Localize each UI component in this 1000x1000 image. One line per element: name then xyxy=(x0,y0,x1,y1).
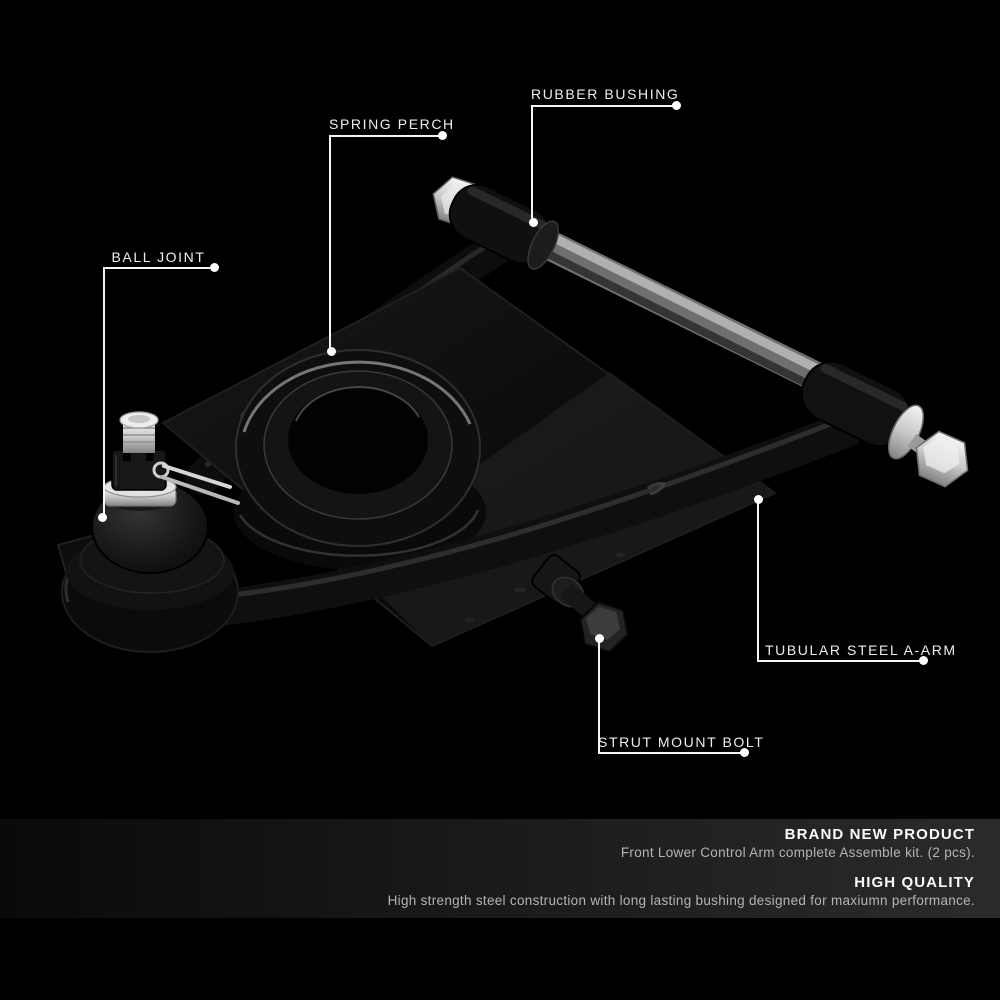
rubber-bushing-front xyxy=(432,176,559,270)
callout-pointer-line xyxy=(329,135,331,353)
strut-mount-bolt-part xyxy=(531,554,629,654)
callout-underline xyxy=(329,135,442,137)
footer-spacer xyxy=(388,861,975,873)
callout-underline xyxy=(598,752,744,754)
pivot-shaft xyxy=(500,213,870,411)
ball-joint-part xyxy=(61,411,240,653)
callout-label-spring-perch: SPRING PERCH xyxy=(329,116,455,132)
rubber-bushing-rear xyxy=(800,360,969,488)
callout-pointer-line xyxy=(598,638,600,752)
callout-dot xyxy=(672,101,681,110)
callout-dot xyxy=(98,513,107,522)
footer-heading-high-quality: HIGH QUALITY xyxy=(854,874,975,891)
footer-body-high-quality: High strength steel construction with lo… xyxy=(387,893,975,908)
callout-label-ball-joint: BALL JOINT xyxy=(111,249,206,265)
spring-perch-ring xyxy=(234,349,486,570)
callout-dot xyxy=(919,656,928,665)
callout-underline xyxy=(757,660,923,662)
callout-dot xyxy=(529,218,538,227)
callout-label-rubber-bushing: RUBBER BUSHING xyxy=(531,86,680,102)
callout-label-tubular-steel-a-arm: TUBULAR STEEL A-ARM xyxy=(765,642,957,658)
footer-text-block: BRAND NEW PRODUCT Front Lower Control Ar… xyxy=(388,825,975,909)
callout-underline xyxy=(103,267,214,269)
footer-banner: BRAND NEW PRODUCT Front Lower Control Ar… xyxy=(0,819,1000,918)
a-arm-bottom-tube xyxy=(182,412,863,628)
callout-dot xyxy=(740,748,749,757)
callout-dot xyxy=(438,131,447,140)
callout-dot xyxy=(595,634,604,643)
callout-pointer-line xyxy=(103,267,105,519)
callout-dot xyxy=(754,495,763,504)
callout-dot xyxy=(210,263,219,272)
callout-pointer-line xyxy=(531,105,533,223)
callout-label-strut-mount-bolt: STRUT MOUNT BOLT xyxy=(598,734,765,750)
callout-pointer-line xyxy=(757,499,759,660)
footer-body-brand-new: Front Lower Control Arm complete Assembl… xyxy=(620,845,975,860)
callout-dot xyxy=(327,347,336,356)
callout-underline xyxy=(531,105,677,107)
footer-heading-brand-new: BRAND NEW PRODUCT xyxy=(784,826,975,843)
